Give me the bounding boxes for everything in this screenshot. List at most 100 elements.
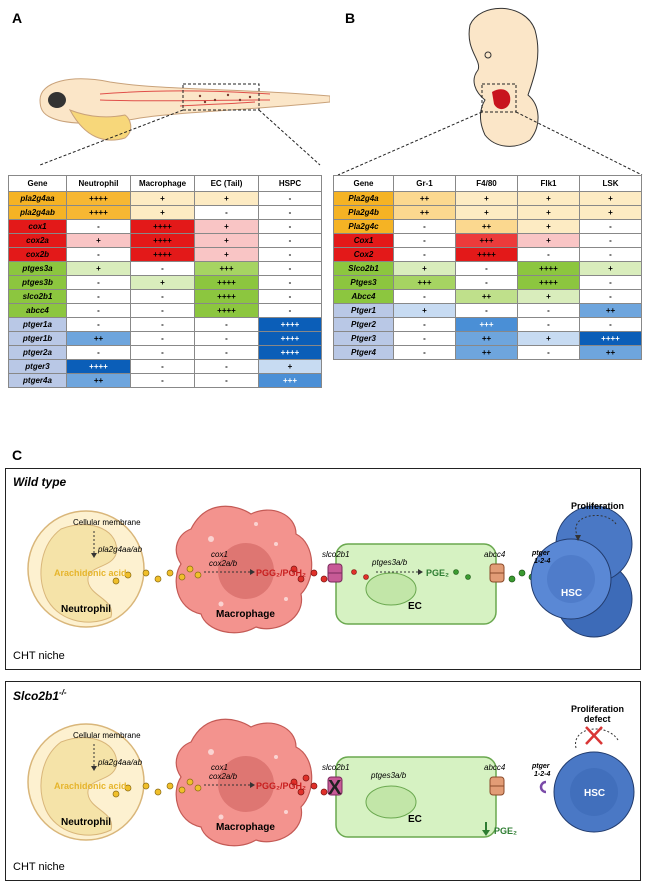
ko-proliferation-defect-label: defect xyxy=(584,714,611,724)
table-a-gene-cell: pla2g4ab xyxy=(8,205,67,220)
table-a-row: ptger1a---++++ xyxy=(8,317,322,332)
table-b-value-cell: + xyxy=(455,191,518,206)
table-a-value-cell: + xyxy=(130,205,195,220)
table-a-value-cell: - xyxy=(194,373,259,388)
slco-blocked-cross: X xyxy=(328,777,342,799)
table-b-value-cell: ++ xyxy=(393,191,456,206)
table-a-value-cell: - xyxy=(194,205,259,220)
table-b-value-cell: - xyxy=(393,247,456,262)
table-a-value-cell: + xyxy=(130,191,195,206)
table-a-value-cell: - xyxy=(258,303,322,318)
table-b-value-cell: - xyxy=(517,345,580,360)
table-b-value-cell: ++ xyxy=(455,219,518,234)
table-b-value-cell: ++ xyxy=(579,303,642,318)
wt-pge-label: PGE₂ xyxy=(426,568,449,578)
table-a-value-cell: - xyxy=(66,275,131,290)
wt-ec-label: EC xyxy=(408,601,422,612)
table-a-value-cell: ++++ xyxy=(258,331,322,346)
table-a-value-cell: - xyxy=(66,219,131,234)
table-a-row: abcc4--++++- xyxy=(8,303,322,318)
table-a-value-cell: + xyxy=(130,275,195,290)
table-b-value-cell: - xyxy=(517,303,580,318)
table-a-value-cell: + xyxy=(194,247,259,262)
table-b-header-3: Flk1 xyxy=(517,175,580,192)
table-b-value-cell: ++ xyxy=(455,345,518,360)
knockout-niche-label: CHT niche xyxy=(13,861,65,873)
ko-pge-label: PGE₂ xyxy=(494,826,517,836)
table-b-row: Pla2g4a+++++ xyxy=(333,191,642,206)
table-b-row: Abcc4-+++- xyxy=(333,289,642,304)
table-a-value-cell: - xyxy=(258,247,322,262)
table-b-value-cell: + xyxy=(579,191,642,206)
wt-ptges-label: ptges3a/b xyxy=(371,558,408,567)
table-b-gene-cell: Pla2g4a xyxy=(333,191,394,206)
ko-neutrophil-label: Neutrophil xyxy=(61,817,111,828)
panel-label-b: B xyxy=(345,10,356,26)
table-b-header-4: LSK xyxy=(579,175,642,192)
table-a-value-cell: - xyxy=(66,317,131,332)
table-a-value-cell: - xyxy=(130,261,195,276)
table-b-value-cell: + xyxy=(393,303,456,318)
table-a-row: cox1-+++++- xyxy=(8,219,322,234)
panel-label-c: C xyxy=(12,447,23,463)
table-a-value-cell: - xyxy=(66,247,131,262)
table-a-gene-cell: ptger1b xyxy=(8,331,67,346)
table-b-row: Cox2-++++-- xyxy=(333,247,642,262)
table-b-value-cell: + xyxy=(517,331,580,346)
table-b-row: Ptger4-++-++ xyxy=(333,345,642,360)
knockout-title-gene: Slco2b1 xyxy=(13,689,60,703)
table-b-value-cell: - xyxy=(517,247,580,262)
table-a-value-cell: - xyxy=(130,303,195,318)
table-a-value-cell: - xyxy=(194,331,259,346)
table-a-row: ptges3b-+++++- xyxy=(8,275,322,290)
wt-abcc-label: abcc4 xyxy=(484,550,506,559)
mouse-embryo-illustration xyxy=(337,7,643,175)
wt-proliferation-label: Proliferation xyxy=(571,501,624,511)
table-a-value-cell: - xyxy=(130,289,195,304)
table-a-value-cell: +++ xyxy=(194,261,259,276)
table-a-value-cell: ++++ xyxy=(258,345,322,360)
wt-cox1-label: cox1 xyxy=(211,550,228,559)
table-a-value-cell: + xyxy=(194,191,259,206)
panel-label-a: A xyxy=(12,10,23,26)
knockout-pathway-diagram: X Cellular membrane pla2g4aa/ab Arachido… xyxy=(27,704,635,847)
table-a-row: ptger1b++--++++ xyxy=(8,331,322,346)
table-a-value-cell: ++++ xyxy=(258,317,322,332)
table-a-value-cell: - xyxy=(194,345,259,360)
table-a-row: ptger2a---++++ xyxy=(8,345,322,360)
table-b-row: Pla2g4c-+++- xyxy=(333,219,642,234)
table-a-gene-cell: cox2b xyxy=(8,247,67,262)
table-b-row: Ptger1+--++ xyxy=(333,303,642,318)
table-a-header-2: Macrophage xyxy=(130,175,195,192)
table-a-gene-cell: abcc4 xyxy=(8,303,67,318)
table-a-row: pla2g4aa++++++- xyxy=(8,191,322,206)
ko-ptger-label: ptger xyxy=(531,763,551,770)
ko-ptger-numbers-label: 1-2-4 xyxy=(534,771,550,778)
table-a-value-cell: ++++ xyxy=(130,219,195,234)
table-b-header-2: F4/80 xyxy=(455,175,518,192)
table-a-value-cell: - xyxy=(66,345,131,360)
table-a-value-cell: + xyxy=(66,233,131,248)
table-a-value-cell: ++ xyxy=(66,331,131,346)
table-b-value-cell: ++ xyxy=(455,289,518,304)
table-b-row: Ptger3-+++++++ xyxy=(333,331,642,346)
table-a-gene-cell: ptges3a xyxy=(8,261,67,276)
table-a-value-cell: ++++ xyxy=(66,191,131,206)
table-a-value-cell: ++ xyxy=(66,373,131,388)
table-b-gene-cell: Ptger1 xyxy=(333,303,394,318)
table-a-value-cell: - xyxy=(66,303,131,318)
knockout-title: Slco2b1-/- xyxy=(13,688,67,703)
table-a-value-cell: ++++ xyxy=(194,303,259,318)
table-a-gene-cell: ptges3b xyxy=(8,275,67,290)
ko-macrophage-label: Macrophage xyxy=(216,822,275,833)
ko-arachidonic-label: Arachidonic acid xyxy=(54,781,127,791)
table-b-gene-cell: Cox1 xyxy=(333,233,394,248)
table-a-row: ptger4a++--+++ xyxy=(8,373,322,388)
table-a-gene-cell: ptger3 xyxy=(8,359,67,374)
table-a-value-cell: ++++ xyxy=(130,233,195,248)
table-b-gene-cell: Cox2 xyxy=(333,247,394,262)
table-b-value-cell: - xyxy=(455,303,518,318)
table-a-value-cell: - xyxy=(130,331,195,346)
table-a-value-cell: - xyxy=(258,261,322,276)
